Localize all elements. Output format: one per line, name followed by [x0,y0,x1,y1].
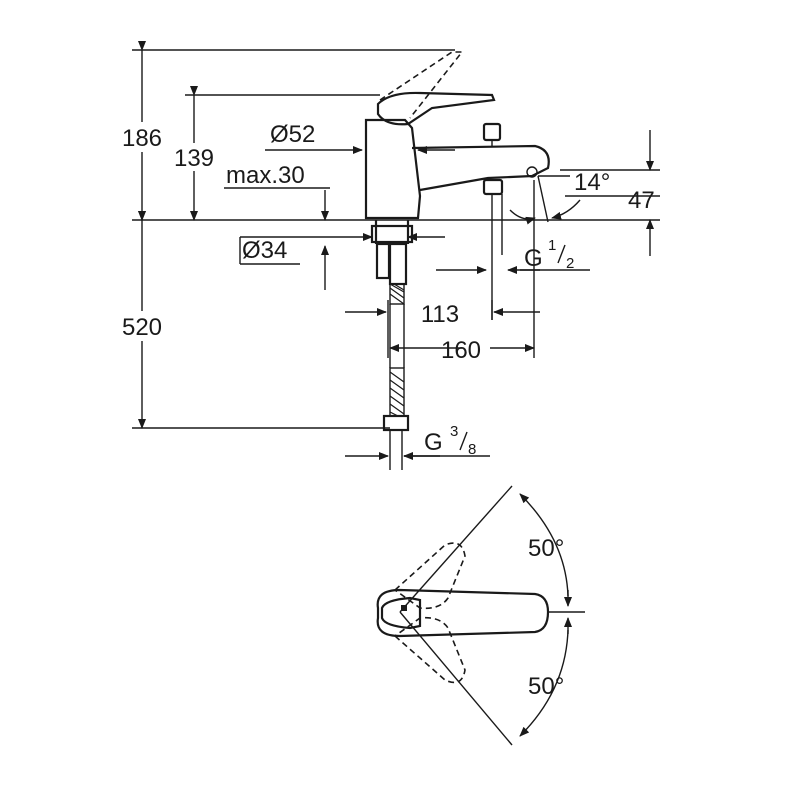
side-view: 186 139 max.30 Ø52 Ø34 [110,41,660,470]
dim-160-label: 160 [441,337,481,364]
cartridge-body [364,118,422,220]
dim-g38-den: 8 [468,441,476,458]
dim-520: 520 [110,211,174,429]
dim-160: 160 [389,180,535,364]
mounting-stud [375,242,391,280]
hose-end-fitting [382,414,410,432]
dim-139-label: 139 [174,145,214,172]
hose-connector [388,242,408,286]
dim-g38-num: 3 [450,423,458,440]
angle-lower-label: 50° [528,673,564,700]
dim-47-label: 47 [628,187,655,214]
lever-open-position [379,51,464,119]
dim-dia34-label: Ø34 [242,237,287,264]
dim-186: 186 [110,41,174,221]
dim-113: 113 [345,300,540,358]
dim-g-half: G 1 2 [436,237,590,274]
dim-113-label: 113 [421,301,459,328]
dim-186-label: 186 [122,125,162,152]
dim-dia52: Ø52 [265,121,455,154]
angle-upper-label: 50° [528,535,564,562]
diverter-knob [482,122,502,142]
dim-139: 139 [168,86,220,221]
dim-max30-label: max.30 [226,162,305,189]
dim-47: 47 [560,130,660,256]
dim-angle-14-label: 14° [574,169,610,196]
dim-g38-label: G [424,429,443,456]
top-view: 50° 50° [376,485,585,746]
dim-dia52-label: Ø52 [270,121,315,148]
mounting-nut [370,224,414,244]
faucet-body [364,51,550,320]
dim-spout-angle: 14° [509,169,660,225]
spout-base [482,178,504,196]
dim-dia34: Ø34 [239,233,445,265]
dim-g-three-eighths: G 3 8 [345,423,490,460]
lever-cap [380,596,422,630]
dim-g-half-den: 2 [566,255,574,272]
mounting-assembly [370,220,414,470]
lever-rotated-upper [393,542,466,610]
dim-520-label: 520 [122,314,162,341]
dim-max30: max.30 [224,162,330,290]
dim-g-half-num: 1 [548,237,556,254]
lever-rotated-lower [393,616,466,684]
